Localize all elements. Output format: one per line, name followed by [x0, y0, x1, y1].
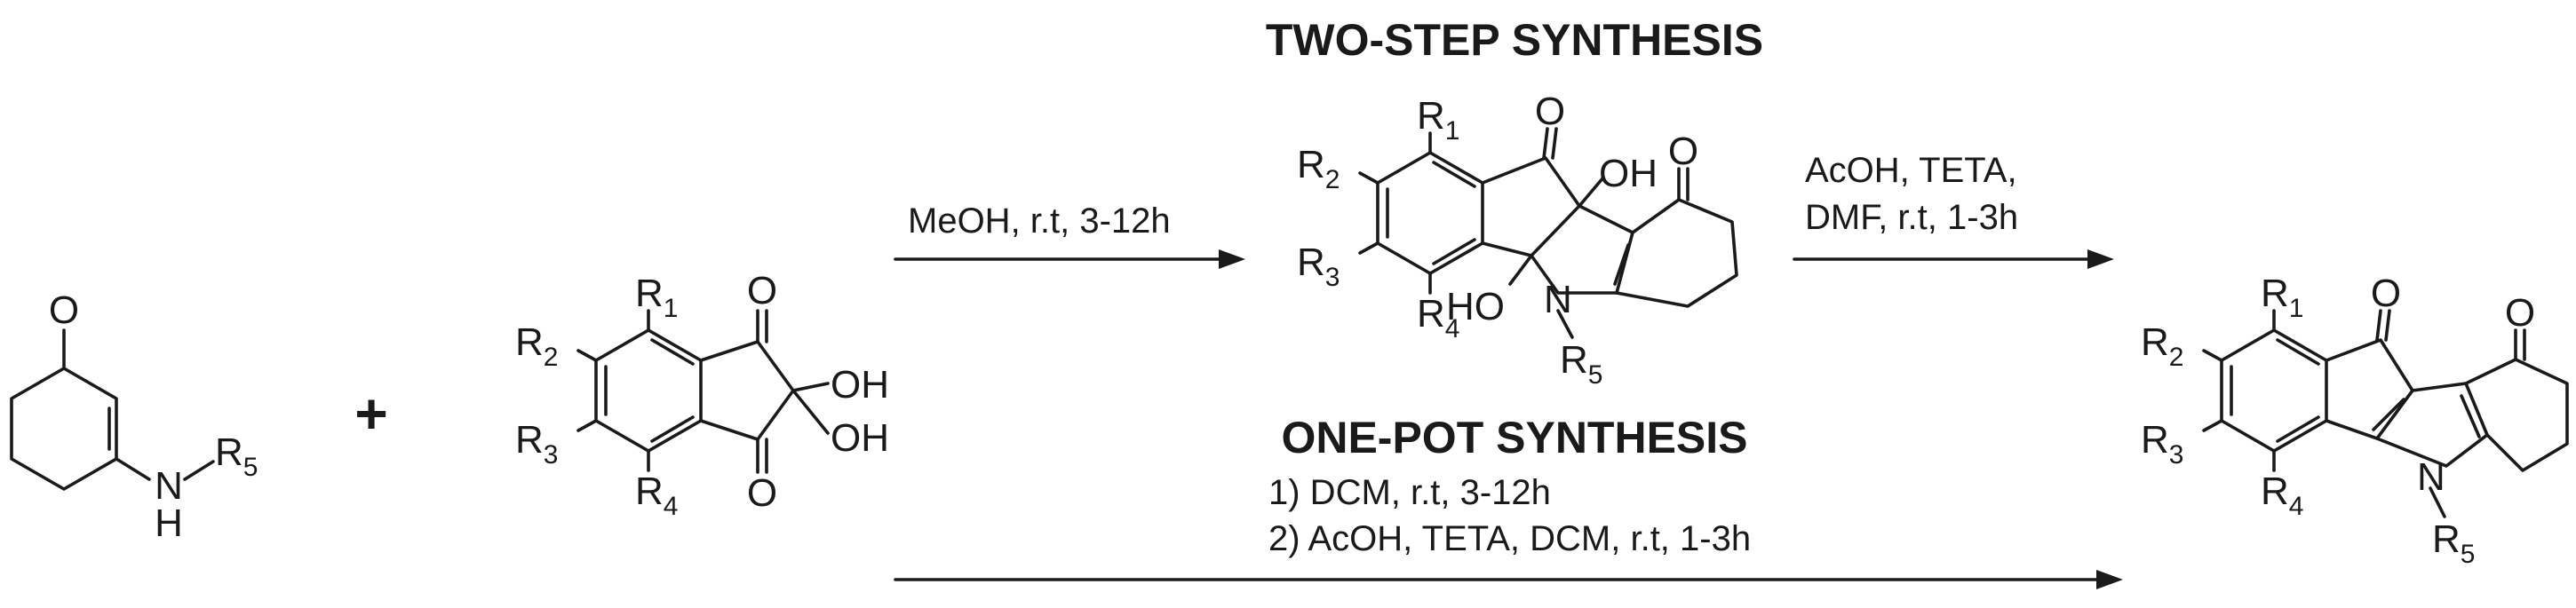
ketone-bond-2: [1551, 127, 1558, 160]
arrow-one-pot-head: [2096, 570, 2123, 589]
r3-bond: [1358, 241, 1379, 255]
one-pot-conditions-line2: 2) AcOH, TETA, DCM, r.t, 1-3h: [1268, 519, 1751, 558]
n-r5-bond: [1556, 309, 1574, 339]
arrow-step1-head: [1219, 249, 1245, 269]
step1-conditions: MeOH, r.t, 3-12h: [908, 201, 1171, 241]
product-cyclohexanone-ring: [2464, 358, 2569, 472]
r2-label: R2: [515, 320, 558, 372]
plus-sign: +: [354, 382, 387, 446]
intermediate-structure: O OH O HO N R1 R2 R3 R4 R5: [1297, 90, 1738, 390]
ketone-oxygen-bottom: O: [747, 471, 777, 515]
aminocyclohexenone-structure: O N H R5: [10, 288, 258, 545]
intermediate-oxygen-indanone: O: [1535, 90, 1565, 133]
intermediate-benzene-ring: [1376, 151, 1484, 275]
hydroxyl-lower: OH: [831, 416, 889, 460]
ninhydrin-benzene-ring: [594, 328, 703, 453]
two-step-heading: TWO-STEP SYNTHESIS: [1266, 15, 1763, 65]
pyrrole-ring: [2375, 382, 2489, 468]
n-r5-bond: [183, 460, 215, 481]
one-pot-heading: ONE-POT SYNTHESIS: [1281, 413, 1747, 462]
r3-bond: [576, 419, 598, 432]
arrow-step2-head: [2087, 249, 2114, 269]
amine-nitrogen: N: [155, 464, 183, 508]
r1-label: R1: [2261, 272, 2303, 323]
enamine-double-bond: [1613, 243, 1630, 286]
cyclohexenone-ring: [10, 367, 118, 491]
benzene-inner-bond: [2276, 338, 2320, 366]
benzene-inner-bond: [2276, 415, 2320, 443]
arrow-one-pot: [894, 570, 2123, 589]
intermediate-nitrogen: N: [1544, 278, 1572, 321]
r3-label: R3: [1297, 241, 1340, 292]
r4-label: R4: [1417, 292, 1459, 343]
intermediate-oxygen-ring: O: [1668, 130, 1698, 173]
benzene-inner-bond: [1432, 161, 1476, 188]
r2-label: R2: [2141, 320, 2183, 372]
n-r5-bond: [2429, 486, 2446, 518]
r3-label: R3: [515, 418, 558, 470]
product-benzene-ring: [2220, 328, 2328, 453]
r2-bond: [2202, 349, 2223, 362]
r5-label-reagent: R5: [215, 430, 258, 482]
oh-bond-lower: [791, 389, 830, 435]
r4-label: R4: [635, 470, 678, 521]
pyrrole-double-bond: [2460, 394, 2481, 438]
r2-bond: [576, 349, 598, 362]
product-oxygen-indenone: O: [2371, 272, 2401, 315]
benzene-inner-bond: [650, 415, 695, 443]
arrow-step1: [894, 249, 1245, 269]
c-ho-bond: [1508, 254, 1533, 286]
r2-bond: [1358, 171, 1379, 185]
r3-bond: [2202, 419, 2223, 432]
amine-hydrogen: H: [155, 501, 183, 545]
five-membered-ring: [699, 340, 795, 441]
ninhydrin-structure: O O OH OH R1 R2 R3 R4: [515, 269, 889, 521]
product-structure: O O N R1 R2 R3 R4 R5: [2141, 272, 2569, 569]
nh-bond: [115, 457, 151, 481]
intermediate-hydroxyl: OH: [1599, 152, 1658, 195]
r2-label: R2: [1297, 143, 1340, 194]
r3-label: R3: [2141, 418, 2183, 470]
benzene-inner-bond: [650, 338, 695, 366]
one-pot-conditions-line1: 1) DCM, r.t, 3-12h: [1268, 473, 1551, 512]
product-oxygen-ring: O: [2505, 291, 2535, 335]
oh-bond-upper: [791, 382, 830, 392]
intermediate-hydroxyl-left: HO: [1446, 285, 1505, 328]
r5-label: R5: [2432, 517, 2475, 569]
ketone-oxygen-top: O: [747, 269, 777, 312]
step2-conditions-line2: DMF, r.t, 1-3h: [1805, 198, 2018, 237]
ketone-bond: [1542, 127, 1549, 160]
ketone-bond: [2375, 309, 2382, 342]
r5-label: R5: [1560, 338, 1602, 390]
indanone-ring: [1481, 156, 1581, 257]
r4-label: R4: [2261, 470, 2303, 521]
c-oh-bond: [1578, 176, 1605, 208]
benzene-inner-bond: [1432, 238, 1476, 265]
r1-label: R1: [1417, 94, 1459, 146]
cyclohexanone-ring: [1615, 198, 1738, 308]
product-nitrogen: N: [2417, 455, 2445, 499]
carbonyl-oxygen: O: [49, 288, 79, 332]
hydroxyl-upper: OH: [831, 363, 889, 407]
indenone-ring: [2325, 338, 2414, 440]
ketone-bond-2: [2384, 309, 2391, 342]
fused-double-bond: [2372, 398, 2405, 431]
r1-label: R1: [635, 272, 678, 323]
step2-conditions-line1: AcOH, TETA,: [1805, 151, 2017, 190]
arrow-step2: [1793, 249, 2114, 269]
